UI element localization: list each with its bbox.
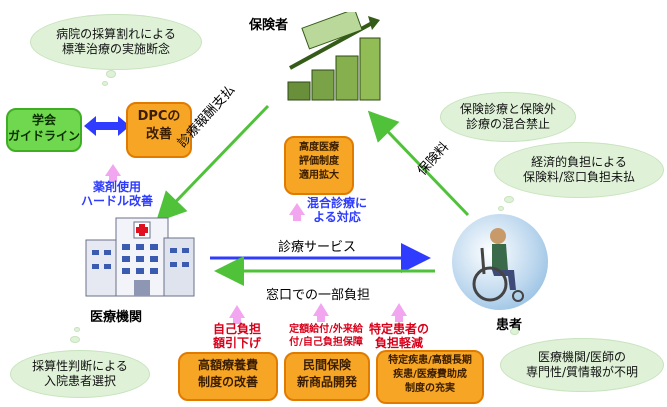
cloud-patient-selection-text: 採算性判断による 入院患者選択 — [32, 359, 128, 388]
specific-patient-text: 特定患者の 負担軽減 — [368, 322, 429, 350]
academic-guideline-box: 学会 ガイドライン — [6, 108, 82, 152]
drug-use-text: 薬剤使用 ハードル改善 — [80, 180, 153, 208]
insurer-label: 保険者 — [249, 18, 289, 33]
medical-institution-label: 医療機関 — [90, 310, 143, 325]
drug-use-up-arrow — [105, 164, 121, 182]
cloud-info-gap-text: 医療機関/医師の 専門性/質情報が不明 — [525, 350, 639, 379]
specific-disease-box: 特定疾患/高額長期 疾患/医療費助成 制度の充実 — [376, 350, 484, 404]
advanced-medical-box: 高度医療 評価制度 適用拡大 — [284, 136, 354, 195]
cloud-economic-burden-text: 経済的負担による 保険料/窓口負担未払 — [522, 155, 636, 184]
wheelchair-patient-icon — [452, 214, 548, 310]
hospital-building-icon — [85, 217, 195, 297]
cloud-mixed-ban-text: 保険診療と保険外 診療の混合禁止 — [459, 102, 556, 131]
fixed-benefit-up-arrow — [313, 303, 329, 322]
cloud-info-gap — [500, 338, 664, 392]
mixed-response-up-arrow — [289, 203, 305, 221]
medical-service-label: 診療サービス — [278, 240, 357, 255]
self-pay-up-arrow — [229, 305, 245, 324]
cloud-economic-burden — [494, 142, 664, 198]
cloud-hospital-profit-text: 病院の採算割れによる 標準治療の実施断念 — [56, 27, 176, 56]
double-arrow-icon — [84, 116, 130, 136]
cloud-hospital-profit — [30, 14, 202, 70]
mixed-response-text: 混合診療に よる対応 — [306, 196, 367, 224]
self-pay-cut-text: 自己負担 額引下げ — [212, 322, 261, 350]
premium-arrow — [367, 110, 470, 217]
high-cost-system-box: 高額療養費 制度の改善 — [178, 352, 278, 401]
cloud-patient-selection — [10, 350, 150, 398]
specific-patient-up-arrow — [391, 303, 407, 322]
cloud-mixed-ban — [440, 92, 576, 142]
payment-arrow — [155, 104, 270, 223]
money-stack-chart-icon — [287, 12, 381, 101]
fixed-benefit-text: 定額給付/外来給 付/自己負担保障 — [289, 324, 363, 348]
private-insurance-box: 民間保険 新商品開発 — [284, 352, 370, 401]
dpc-improvement-box: DPCの 改善 — [126, 102, 192, 158]
copay-label: 窓口での一部負担 — [266, 288, 371, 303]
